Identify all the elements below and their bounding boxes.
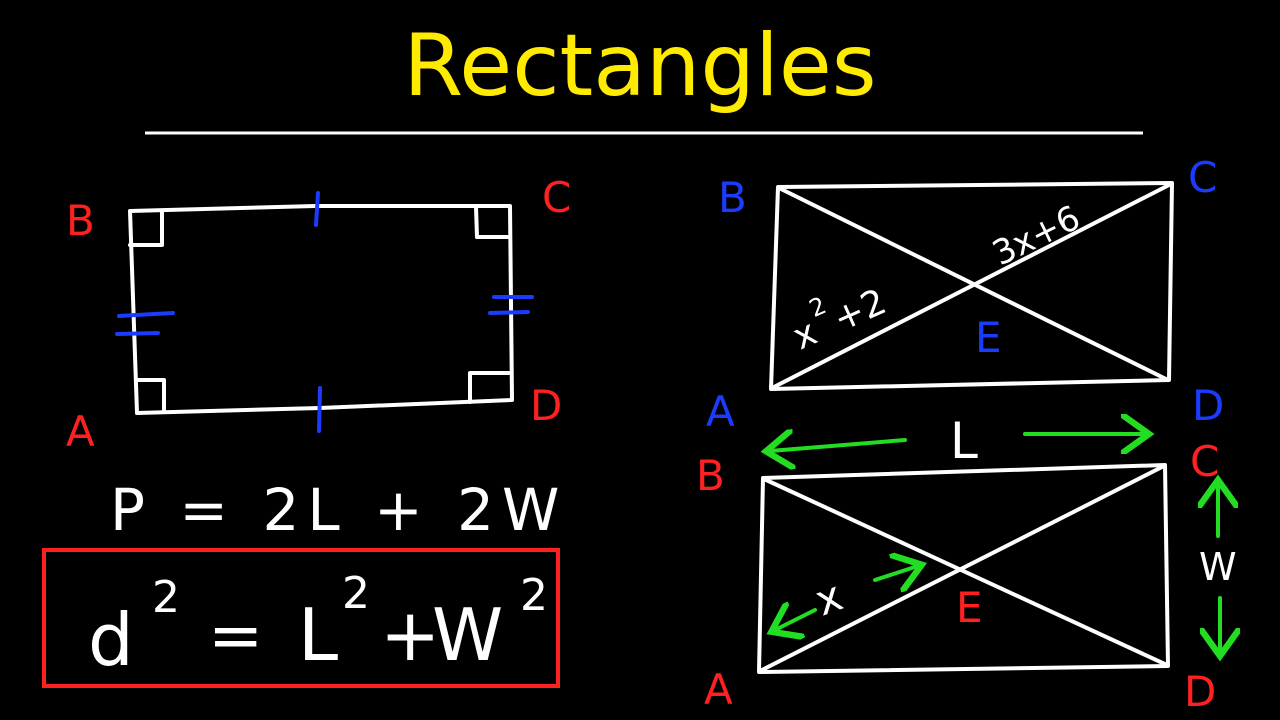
vertex-label-b: B bbox=[66, 196, 95, 245]
diagonal-formula-l: L bbox=[298, 593, 338, 677]
rectangle-figure-3 bbox=[757, 463, 1170, 674]
half-diagonal-arrow-up-icon bbox=[873, 566, 918, 580]
rectangle-1-outline bbox=[128, 204, 514, 415]
fig2-vertex-label-d: D bbox=[1192, 381, 1224, 430]
vertex-label-c: C bbox=[542, 173, 571, 222]
fig3-vertex-label-b: B bbox=[696, 451, 725, 500]
rectangle-figure-1 bbox=[128, 204, 514, 415]
fig3-half-diagonal-label: x bbox=[809, 571, 849, 626]
fig3-length-label: L bbox=[950, 412, 978, 470]
page-title: Rectangles bbox=[403, 16, 876, 116]
diagonal-formula-d-exponent: 2 bbox=[152, 572, 180, 623]
diagonal-ac bbox=[770, 182, 1173, 390]
fig3-vertex-label-a: A bbox=[704, 665, 733, 714]
fig2-center-label-e: E bbox=[975, 313, 1002, 362]
fig2-segment-upper-label: 3x+6 bbox=[986, 198, 1086, 274]
diagonal-formula-equals: = bbox=[208, 597, 263, 674]
diagonal-formula: d 2 = L 2 + W 2 bbox=[88, 568, 548, 682]
perimeter-formula: P = 2L + 2W bbox=[110, 476, 567, 544]
right-angle-mark-c bbox=[474, 205, 512, 239]
diagonal-formula-l-exponent: 2 bbox=[342, 568, 370, 619]
fig3-center-label-e: E bbox=[956, 583, 983, 632]
diagonal-formula-plus: + bbox=[380, 593, 440, 677]
rectangle-figure-2 bbox=[769, 181, 1174, 391]
fig3-diagonal-bd bbox=[762, 477, 1169, 667]
diagonal-formula-box bbox=[42, 548, 560, 688]
vertex-label-d: D bbox=[530, 381, 562, 430]
fig3-diagonal-ac bbox=[758, 464, 1166, 673]
vertex-label-a: A bbox=[66, 407, 95, 456]
right-angle-mark-b bbox=[128, 210, 164, 247]
fig2-segment-lower-label: x 2 +2 bbox=[787, 281, 892, 358]
fig3-vertex-label-d: D bbox=[1184, 667, 1216, 716]
half-diagonal-dimension bbox=[775, 566, 918, 630]
fig3-width-label: W bbox=[1199, 545, 1237, 589]
tick-top bbox=[314, 191, 320, 227]
tick-right-2 bbox=[488, 310, 530, 315]
congruence-ticks-1 bbox=[115, 191, 534, 433]
tick-left-2 bbox=[115, 331, 160, 336]
length-dimension bbox=[770, 434, 1145, 451]
diagonal-formula-w: W bbox=[432, 593, 503, 677]
fig2-vertex-label-c: C bbox=[1188, 153, 1217, 202]
width-dimension bbox=[1218, 484, 1220, 652]
right-angle-mark-a bbox=[135, 378, 166, 413]
diagonal-formula-w-exponent: 2 bbox=[520, 570, 548, 621]
fig2-vertex-label-b: B bbox=[718, 173, 747, 222]
diagonal-formula-d: d bbox=[88, 598, 134, 682]
half-diagonal-arrow-down-icon bbox=[775, 610, 817, 630]
right-angle-mark-d bbox=[468, 371, 511, 404]
fig3-vertex-label-c: C bbox=[1190, 437, 1219, 486]
length-arrow-left-icon bbox=[770, 440, 907, 451]
fig2-vertex-label-a: A bbox=[706, 387, 735, 436]
tick-bottom bbox=[317, 386, 322, 433]
tick-left-1 bbox=[117, 311, 175, 318]
